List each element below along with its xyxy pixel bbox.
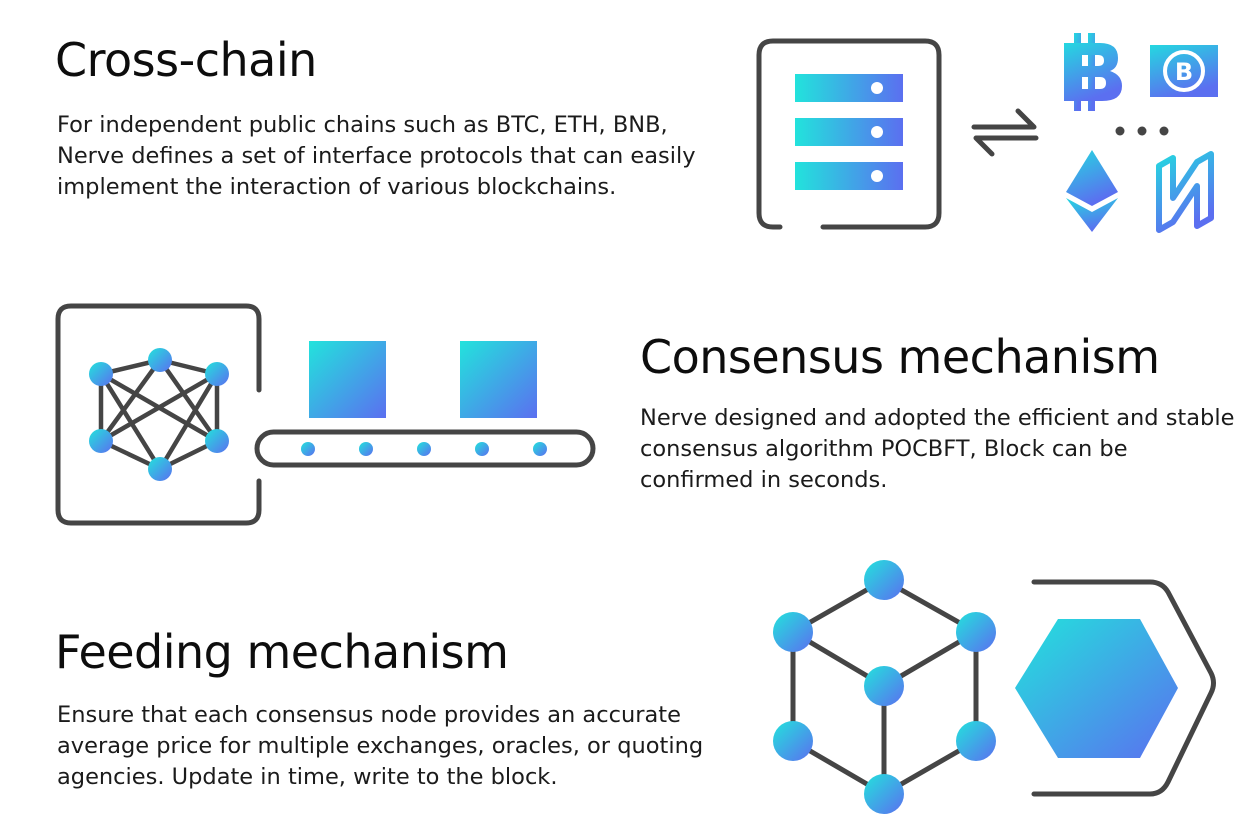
nerve-logo-icon [1156, 151, 1214, 233]
bitcoin-icon [1064, 33, 1122, 111]
network-nodes-icon [55, 303, 262, 526]
exchange-arrows-icon [971, 108, 1039, 157]
server-icon [756, 38, 942, 230]
cross-chain-title: Cross-chain [55, 33, 317, 87]
block-icon [460, 341, 537, 418]
cross-chain-description: For independent public chains such as BT… [57, 112, 696, 200]
ethereum-icon [1066, 150, 1118, 232]
bitcoin-cash-icon: B [1150, 45, 1218, 97]
feeding-title: Feeding mechanism [55, 625, 509, 679]
node-cube-icon [773, 560, 996, 814]
consensus-title: Consensus mechanism [640, 330, 1160, 384]
block-icon [309, 341, 386, 418]
ellipsis-icon [1115, 126, 1169, 136]
svg-text:B: B [1175, 58, 1193, 86]
consensus-description: Nerve designed and adopted the efficient… [640, 405, 1235, 493]
hexagon-icon [1015, 579, 1216, 797]
feeding-description: Ensure that each consensus node provides… [57, 702, 704, 790]
conveyor-belt-icon [254, 429, 596, 468]
